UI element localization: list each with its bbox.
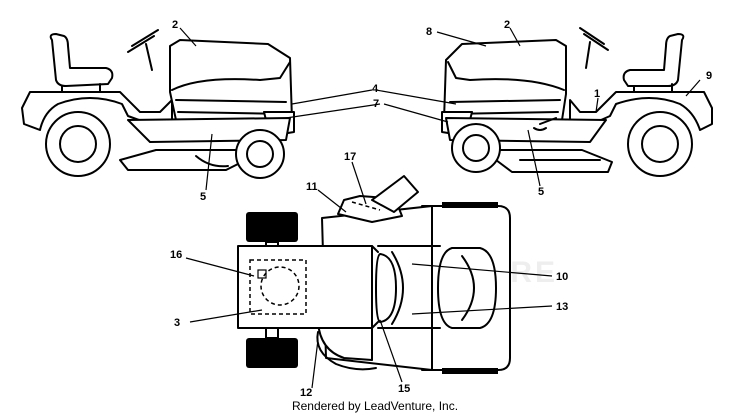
callout-2-left: 2 xyxy=(172,19,178,31)
callout-9: 9 xyxy=(706,70,712,82)
callout-16: 16 xyxy=(170,249,182,261)
callout-4: 4 xyxy=(372,83,379,95)
callout-13: 13 xyxy=(556,301,568,313)
callout-5-right: 5 xyxy=(538,186,544,198)
callout-7: 7 xyxy=(373,98,379,110)
leader-lines xyxy=(179,27,701,389)
callout-3: 3 xyxy=(174,317,180,329)
tractor-right-view xyxy=(441,27,713,177)
callout-labels: 2 4 7 5 8 2 1 9 5 17 11 16 3 10 13 12 15 xyxy=(170,19,712,399)
callout-11: 11 xyxy=(306,181,318,193)
callout-17: 17 xyxy=(344,151,356,163)
callout-8: 8 xyxy=(426,26,432,38)
callout-5-left: 5 xyxy=(200,191,206,203)
callout-10: 10 xyxy=(556,271,568,283)
footer-credit: Rendered by LeadVenture, Inc. xyxy=(291,399,459,413)
callout-2-right: 2 xyxy=(504,19,510,31)
callout-1: 1 xyxy=(594,88,600,100)
tractor-top-view xyxy=(237,175,511,374)
tractor-left-view xyxy=(21,29,295,179)
callout-12: 12 xyxy=(300,387,312,399)
callout-15: 15 xyxy=(398,383,410,395)
